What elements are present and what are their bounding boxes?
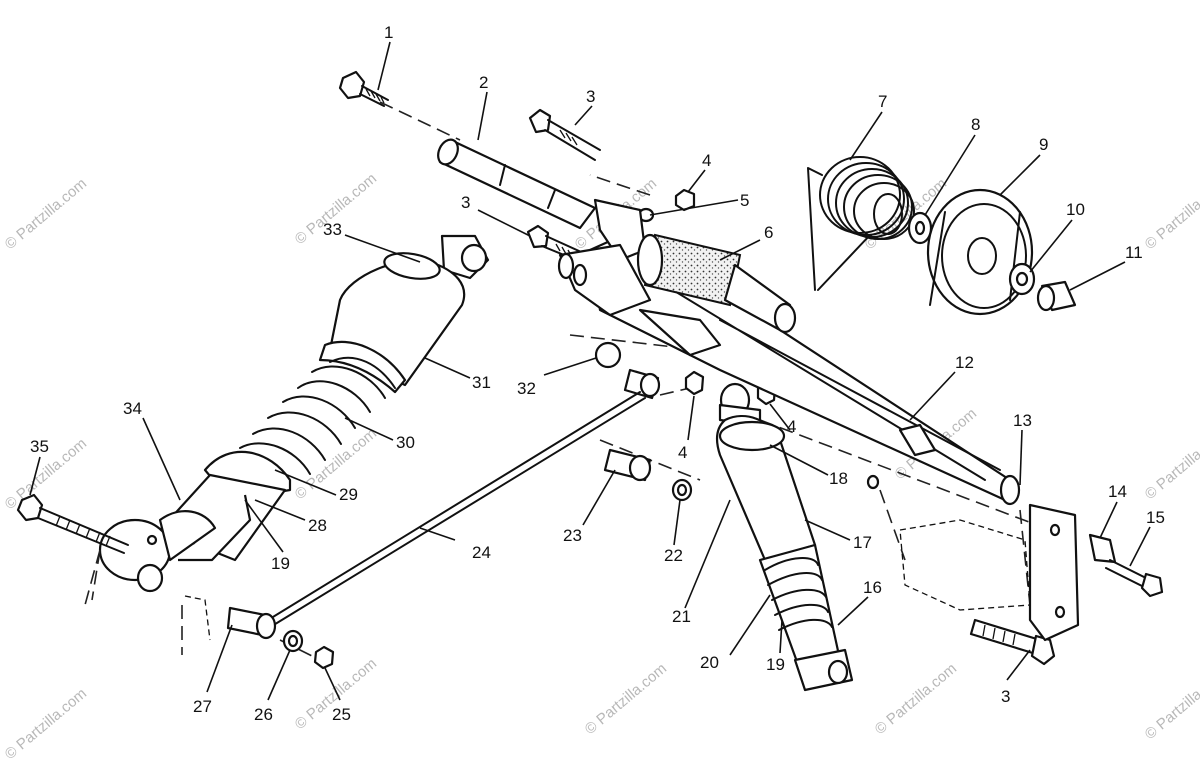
callout-8: 8: [971, 115, 980, 134]
callout-10: 10: [1066, 200, 1085, 219]
callout-24: 24: [472, 543, 491, 562]
callout-27: 27: [193, 697, 212, 716]
rear-shock-absorber: [98, 234, 490, 593]
callout-11: 11: [1125, 243, 1143, 262]
callout-13: 13: [1013, 411, 1032, 430]
callout-4: 4: [702, 151, 711, 170]
bushing-part-23: [603, 448, 652, 482]
bushing-part-32: [594, 341, 661, 400]
bolt-part-3-middle: [526, 224, 591, 265]
spacer-part-11: [1036, 280, 1077, 312]
watermark: © Partzilla.com: [2, 685, 90, 763]
callout-16: 16: [863, 578, 882, 597]
washer-part-22: [671, 478, 693, 502]
front-shock-absorber: [715, 382, 854, 692]
watermark: © Partzilla.com: [1142, 175, 1200, 253]
callout-20: 20: [700, 653, 719, 672]
callout-14: 14: [1108, 482, 1127, 501]
swing-arm-frame: [557, 198, 1021, 506]
callout-32: 32: [517, 379, 536, 398]
callout-19: 19: [271, 554, 290, 573]
callout-labels: 1 2 3 3 3 4 4 4 5 6 7 8 9 10 11 12 13 14…: [30, 23, 1165, 724]
callout-12: 12: [955, 353, 974, 372]
callout-30: 30: [396, 433, 415, 452]
callout-34: 34: [123, 399, 142, 418]
callout-23: 23: [563, 526, 582, 545]
watermark: © Partzilla.com: [1142, 665, 1200, 743]
callout-28: 28: [308, 516, 327, 535]
watermark: © Partzilla.com: [582, 660, 670, 738]
watermark: © Partzilla.com: [872, 660, 960, 738]
spacer-part-27: [226, 606, 277, 640]
watermark: © Partzilla.com: [1142, 425, 1200, 503]
assembly-dashed-lines: [91, 101, 1051, 661]
nut-part-4-top: [674, 188, 696, 212]
bolt-part-1: [338, 70, 389, 107]
watermark: © Partzilla.com: [2, 175, 90, 253]
mount-bracket: [866, 474, 1164, 642]
callout-35: 35: [30, 437, 49, 456]
leader-lines: [29, 41, 1151, 701]
callout-3: 3: [586, 87, 595, 106]
torsion-spring-part-7: [807, 156, 915, 291]
callout-29: 29: [339, 485, 358, 504]
callout-6: 6: [764, 223, 773, 242]
callout-22: 22: [664, 546, 683, 565]
bolt-part-35: [16, 493, 129, 554]
limiter-rod-part-24: [267, 391, 646, 627]
callout-3: 3: [461, 193, 470, 212]
callout-18: 18: [829, 469, 848, 488]
callout-17: 17: [853, 533, 872, 552]
callout-7: 7: [878, 92, 887, 111]
shaft-part-2: [437, 138, 597, 230]
callout-33: 33: [323, 220, 342, 239]
callout-3: 3: [1001, 687, 1010, 706]
callout-15: 15: [1146, 508, 1165, 527]
nut-part-4-mid: [684, 370, 705, 396]
callout-5: 5: [740, 191, 749, 210]
callout-25: 25: [332, 705, 351, 724]
washer-part-8: [907, 211, 933, 245]
callout-26: 26: [254, 705, 273, 724]
callout-19: 19: [766, 655, 785, 674]
callout-1: 1: [384, 23, 393, 42]
callout-9: 9: [1039, 135, 1048, 154]
callout-21: 21: [672, 607, 691, 626]
mount-outline-left: [84, 549, 211, 641]
callout-4: 4: [787, 417, 796, 436]
callout-2: 2: [479, 73, 488, 92]
callout-4: 4: [678, 443, 687, 462]
wheel-part-9: [926, 188, 1034, 316]
bolt-part-3-upper: [528, 108, 601, 161]
callout-31: 31: [472, 373, 491, 392]
nut-part-25: [313, 645, 335, 670]
washer-part-26: [282, 629, 304, 653]
washer-part-10: [1008, 262, 1036, 296]
bushing-part-6: [636, 233, 797, 334]
